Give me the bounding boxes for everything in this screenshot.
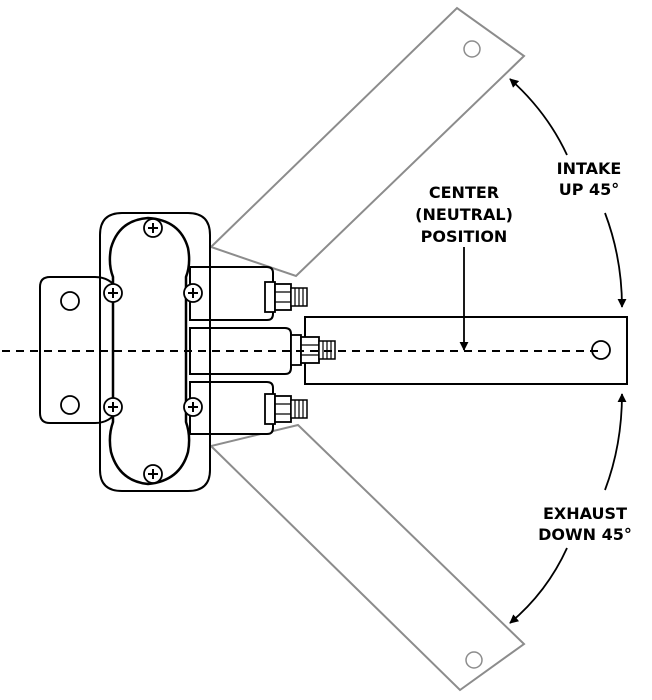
screw-upper-left	[103, 283, 123, 303]
center-label-line1: CENTER	[429, 183, 499, 202]
intake-arc-arrow-lower	[604, 212, 627, 308]
exhaust-position-arm	[209, 423, 526, 692]
center-label: CENTER (NEUTRAL) POSITION	[415, 183, 513, 246]
screw-lower-left	[103, 397, 123, 417]
exhaust-arc-arrow-upper	[604, 393, 627, 491]
intake-arm-hole	[463, 40, 481, 58]
exhaust-label-line1: EXHAUST	[543, 504, 627, 523]
screw-upper-right	[183, 283, 203, 303]
center-label-line2: (NEUTRAL)	[415, 205, 513, 224]
intake-label-line2: UP 45°	[559, 180, 620, 199]
screw-bottom	[143, 464, 163, 484]
exhaust-arm-hole	[465, 651, 483, 669]
bracket-hole-top	[60, 291, 80, 311]
bracket-hole-bottom	[60, 395, 80, 415]
fitting-upper	[264, 281, 308, 313]
intake-arc-arrow-upper	[509, 78, 568, 156]
intake-label: INTAKE UP 45°	[557, 159, 622, 199]
fitting-lower	[264, 393, 308, 425]
exhaust-label: EXHAUST DOWN 45°	[538, 504, 632, 544]
screw-lower-right	[183, 397, 203, 417]
center-label-line3: POSITION	[421, 227, 508, 246]
exhaust-arc-arrow-lower	[509, 547, 568, 624]
exhaust-label-line2: DOWN 45°	[538, 525, 632, 544]
intake-label-line1: INTAKE	[557, 159, 622, 178]
screw-top	[143, 218, 163, 238]
